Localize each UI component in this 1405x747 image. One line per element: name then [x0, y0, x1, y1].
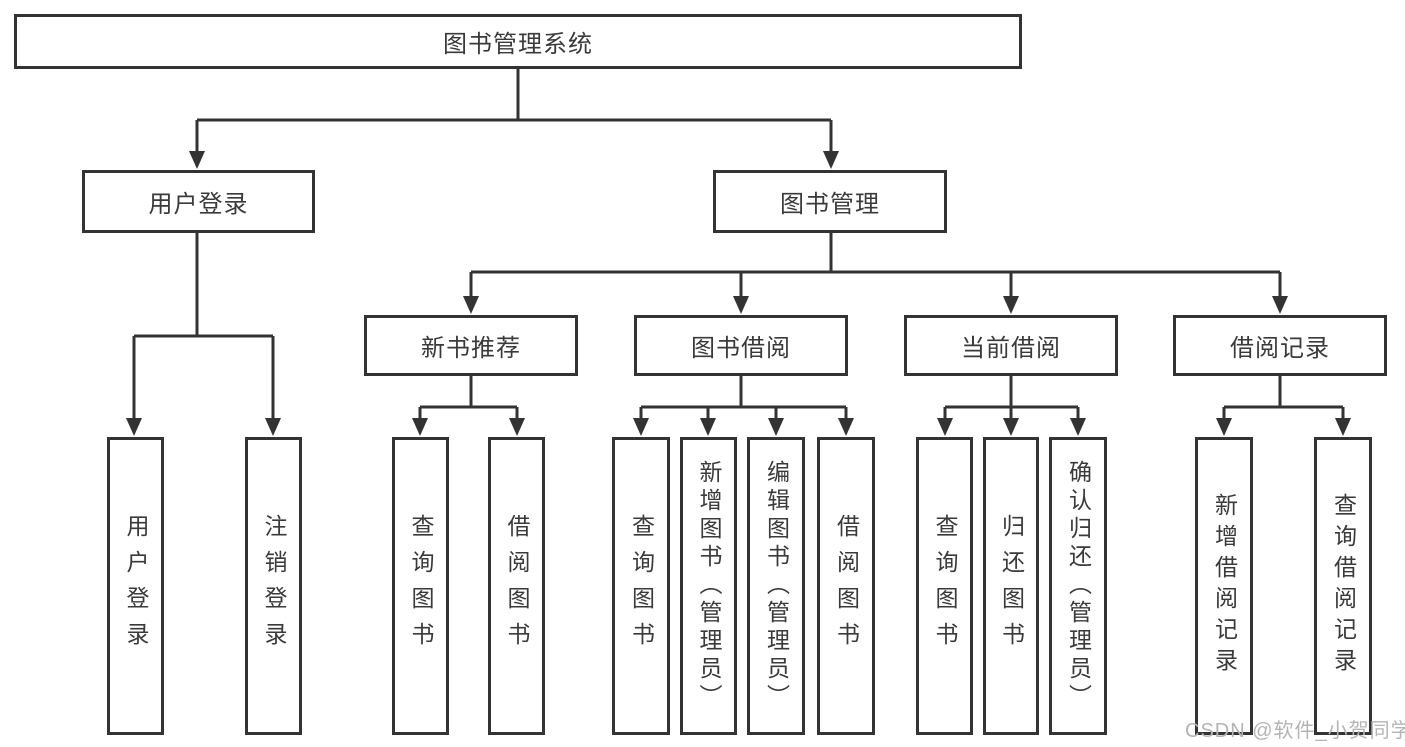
- leaf-confirm-return-admin: 确认归还（管理员）: [1049, 437, 1107, 735]
- node-label: 当前借阅: [961, 335, 1061, 362]
- edges-user-login: [126, 233, 281, 436]
- edges-book-management: [463, 233, 1288, 314]
- leaf-user-login: 用户登录: [107, 437, 164, 735]
- leaf-label: 注销登录: [261, 514, 287, 658]
- node-label: 新书推荐: [421, 335, 521, 362]
- leaf-add-books-admin: 新增图书（管理员）: [680, 437, 737, 735]
- edges-new-book-recommendation: [412, 376, 525, 436]
- leaf-label: 查询借阅记录: [1330, 493, 1357, 679]
- leaf-label: 用户登录: [123, 514, 149, 658]
- leaf-edit-books-admin: 编辑图书（管理员）: [747, 437, 805, 735]
- edges-root: [189, 68, 839, 169]
- edges-borrow-records: [1216, 376, 1351, 436]
- node-current-borrowing: 当前借阅: [904, 315, 1118, 376]
- leaf-label: 借阅图书: [833, 514, 860, 658]
- node-label: 借阅记录: [1230, 335, 1330, 362]
- leaf-borrow-books: 借阅图书: [817, 437, 875, 735]
- leaf-return-books: 归还图书: [983, 437, 1039, 735]
- leaf-query-books-recommendation: 查询图书: [392, 437, 449, 735]
- node-label: 图书管理系统: [443, 31, 593, 58]
- edges-book-borrowing: [633, 376, 854, 436]
- edges-current-borrowing: [937, 376, 1086, 436]
- leaf-label: 归还图书: [998, 514, 1025, 658]
- leaf-query-books-borrowing: 查询图书: [612, 437, 670, 735]
- node-label: 图书管理: [780, 191, 880, 218]
- leaf-label: 查询图书: [408, 514, 434, 658]
- leaf-label: 新增图书（管理员）: [696, 460, 722, 712]
- node-label: 图书借阅: [691, 335, 791, 362]
- leaf-query-borrow-record: 查询借阅记录: [1314, 437, 1372, 735]
- node-user-login: 用户登录: [82, 170, 315, 233]
- leaf-query-books-current: 查询图书: [916, 437, 973, 735]
- leaf-label: 新增借阅记录: [1211, 493, 1238, 679]
- leaf-logout: 注销登录: [245, 437, 302, 735]
- leaf-borrow-books-recommendation: 借阅图书: [488, 437, 545, 735]
- leaf-label: 借阅图书: [504, 514, 530, 658]
- node-label: 用户登录: [148, 191, 249, 218]
- node-book-management: 图书管理: [713, 170, 947, 233]
- node-borrow-records: 借阅记录: [1173, 315, 1387, 376]
- leaf-label: 查询图书: [932, 514, 958, 658]
- node-new-book-recommendation: 新书推荐: [364, 315, 578, 376]
- leaf-label: 编辑图书（管理员）: [763, 460, 790, 712]
- node-book-borrowing: 图书借阅: [634, 315, 848, 376]
- node-library-management-system: 图书管理系统: [14, 14, 1022, 69]
- leaf-add-borrow-record: 新增借阅记录: [1195, 437, 1253, 735]
- csdn-watermark: CSDN @软件_小贺同学: [1185, 720, 1405, 742]
- leaf-label: 确认归还（管理员）: [1065, 460, 1092, 712]
- leaf-label: 查询图书: [628, 514, 655, 658]
